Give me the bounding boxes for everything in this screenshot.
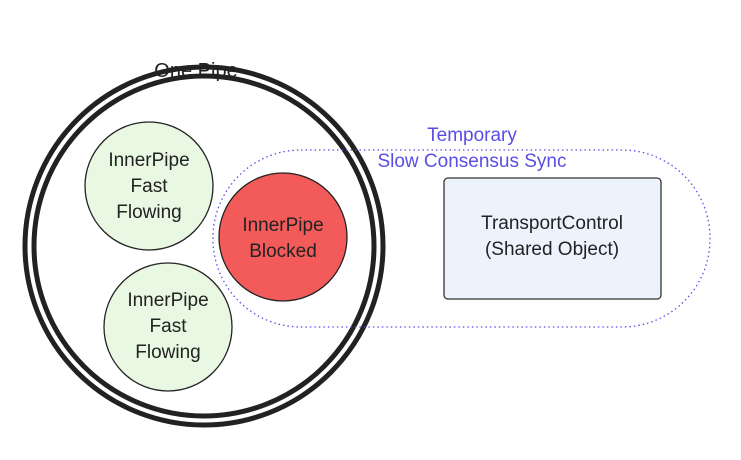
inner-pipe-label: InnerPipe <box>127 290 208 311</box>
inner-pipe-label: Fast <box>150 316 188 337</box>
sync-label-line1: Temporary <box>427 125 517 146</box>
inner-pipe-circle <box>218 172 348 302</box>
inner-pipe-label: InnerPipe <box>242 215 323 236</box>
transport-control-subtitle: (Shared Object) <box>485 239 619 260</box>
transport-control-rect <box>443 177 662 300</box>
sync-label: Temporary Slow Consensus Sync <box>377 125 566 172</box>
inner-pipe-fast-bottom: InnerPipe Fast Flowing <box>103 262 233 392</box>
inner-pipe-label: Fast <box>131 176 169 197</box>
inner-pipe-blocked: InnerPipe Blocked <box>218 172 348 302</box>
inner-pipe-fast-top: InnerPipe Fast Flowing <box>84 121 214 251</box>
inner-pipe-label: Flowing <box>135 342 200 363</box>
transport-control-title: TransportControl <box>481 213 623 234</box>
inner-pipe-circle <box>103 262 233 392</box>
sync-label-line2: Slow Consensus Sync <box>377 151 566 172</box>
inner-pipe-label: Blocked <box>249 241 317 262</box>
transport-control-box: TransportControl (Shared Object) <box>443 177 662 300</box>
inner-pipe-label: Flowing <box>116 202 181 223</box>
outer-pipe-label: One Pipe <box>154 60 237 82</box>
outer-pipe-ring-inner <box>31 73 377 419</box>
sync-region <box>212 149 711 328</box>
inner-pipe-circle <box>84 121 214 251</box>
inner-pipe-label: InnerPipe <box>108 150 189 171</box>
